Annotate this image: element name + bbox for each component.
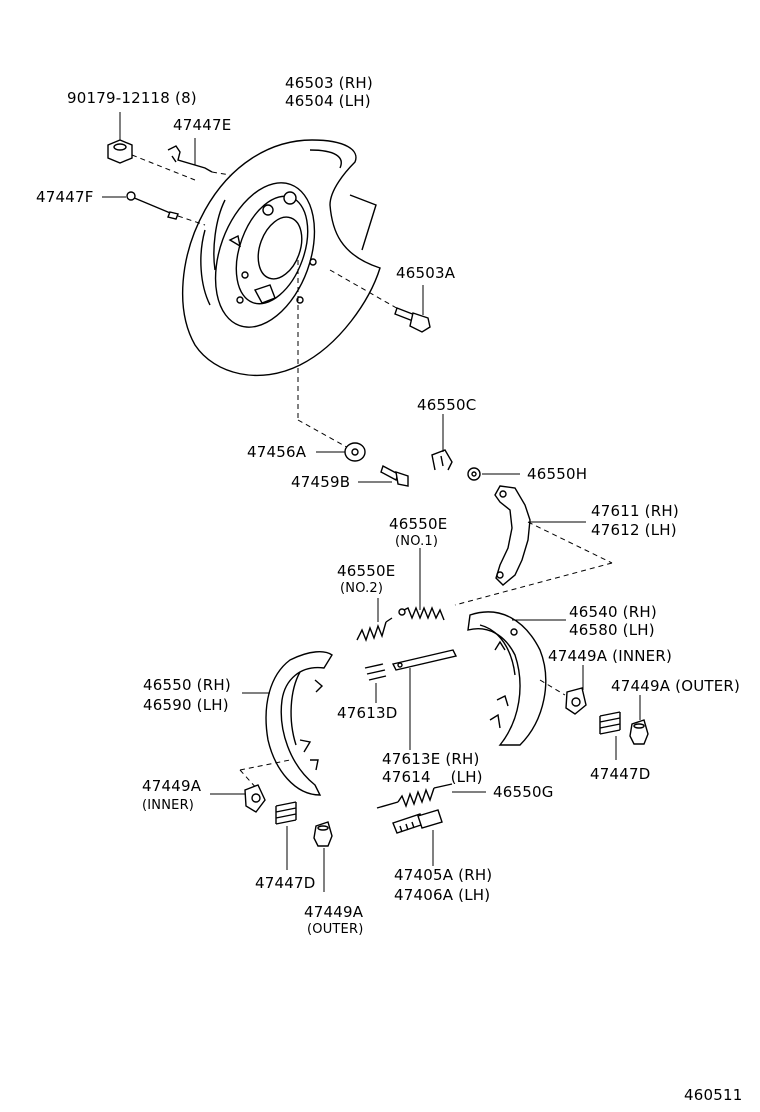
diagram-number: 460511 [684,1086,743,1104]
label-washer-46550h: 46550H [527,465,588,483]
clip-46550c-part [431,449,453,471]
label-strut-47613e-rh: 47613E (RH) [382,750,480,768]
label-shoe-46590-lh: 46590 (LH) [143,696,229,714]
label-spring-47613d: 47613D [337,704,398,722]
label-clip-46550c: 46550C [417,396,477,414]
adjuster-part [392,809,443,834]
label-shoe-46540-rh: 46540 (RH) [569,603,657,621]
bolt-47459b-part [380,464,409,487]
cup-inner-left-part [244,784,266,813]
pin-47447f-part [126,191,179,220]
parking-lever-part [494,485,531,586]
label-spring-46550e-no2: 46550E [337,562,396,580]
cup-outer-right-part [629,719,649,745]
spring-47447d-left-part [275,801,297,825]
label-cup-outer-right: 47449A (OUTER) [611,677,741,695]
strut-47613e-part [391,649,458,671]
label-spring-47447d-right: 47447D [590,765,651,783]
label-cup-inner-left-sub: (INNER) [142,798,195,813]
label-clip-47447e: 47447E [173,116,232,134]
label-lever-rh: 47611 (RH) [591,502,679,520]
brake-shoe-left-part [265,651,333,796]
spring-47613d-part [364,663,387,681]
cup-outer-left-part [313,821,333,847]
label-spring-46550g: 46550G [493,783,554,801]
spring-46550e-no1-part [398,606,445,621]
bolt-46503a-part [394,307,431,333]
label-bolt-46503a: 46503A [396,264,456,282]
spring-46550g-part [376,783,453,809]
label-washer-47456a: 47456A [247,443,307,461]
cup-inner-right-part [565,687,587,715]
label-pin-47447f: 47447F [36,188,94,206]
washer-46550h-part [467,467,481,481]
label-spring-46550e-no1-sub: (NO.1) [395,534,439,549]
label-cup-outer-left: 47449A [304,903,364,921]
washer-47456a-part [344,442,366,462]
label-cup-outer-left-sub: (OUTER) [307,922,364,937]
label-shoe-46580-lh: 46580 (LH) [569,621,655,639]
label-strut-47614-lh: 47614 (LH) [382,768,483,786]
label-adjuster-lh: 47406A (LH) [394,886,491,904]
spring-47447d-right-part [599,711,621,735]
label-adjuster-rh: 47405A (RH) [394,866,493,884]
label-bolt-47459b: 47459B [291,473,351,491]
backing-plate-part [182,139,381,377]
brake-shoe-right-part [467,611,547,746]
nut-part [107,139,133,164]
label-shoe-46550-rh: 46550 (RH) [143,676,231,694]
label-spring-46550e-no1: 46550E [389,515,448,533]
label-cup-inner-right: 47449A (INNER) [548,647,673,665]
spring-46550e-no2-part [356,617,393,643]
label-spring-46550e-no2-sub: (NO.2) [340,581,384,596]
label-spring-47447d-left: 47447D [255,874,316,892]
label-backing-plate-lh: 46504 (LH) [285,92,371,110]
label-bolt-9017912118: 90179-12118 (8) [67,89,197,107]
clip-47447e-part [167,145,213,173]
label-cup-inner-left: 47449A [142,777,202,795]
label-backing-plate-rh: 46503 (RH) [285,74,373,92]
label-lever-lh: 47612 (LH) [591,521,677,539]
